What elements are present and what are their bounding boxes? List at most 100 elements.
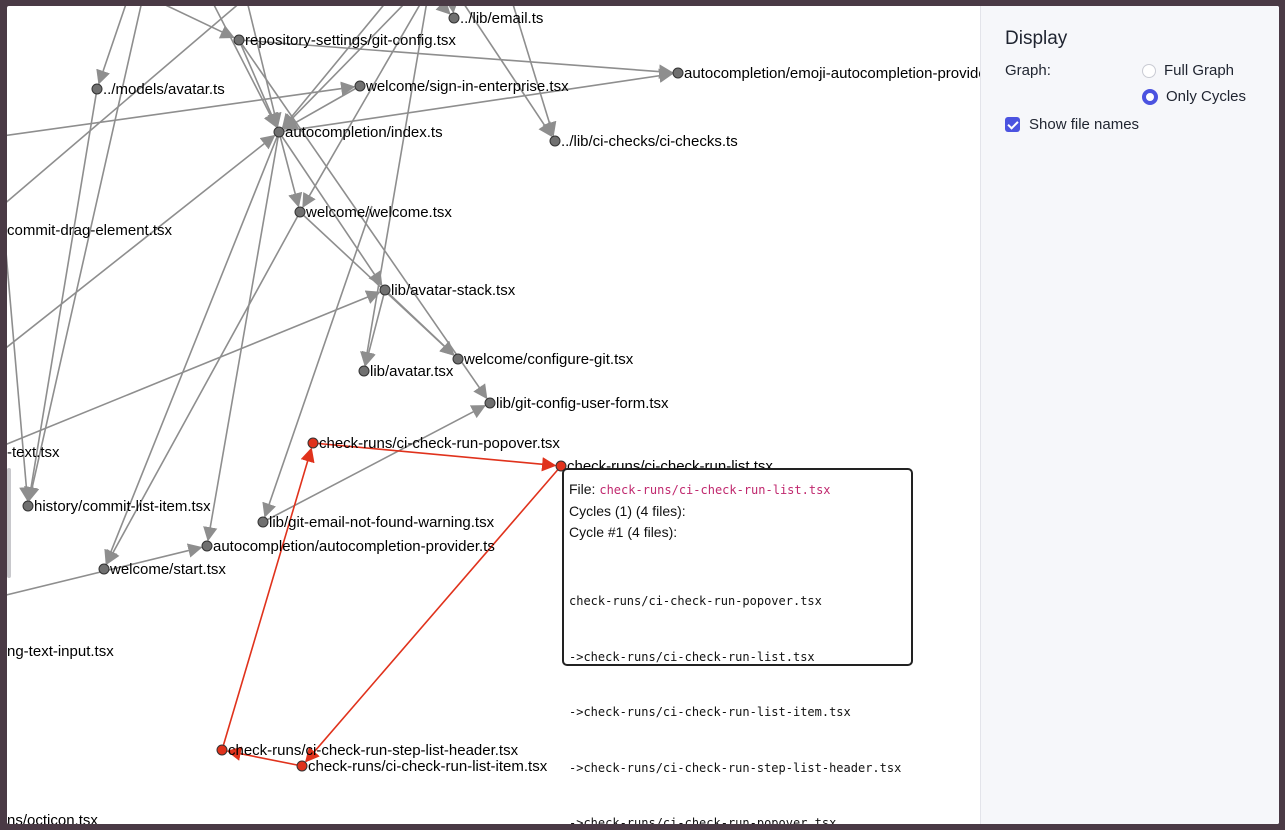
graph-node-start[interactable]: welcome/start.tsx (98, 561, 226, 578)
graph-node-gitconfig[interactable]: repository-settings/git-config.tsx (233, 32, 456, 49)
graph-node-emailwarn[interactable]: lib/git-email-not-found-warning.tsx (257, 514, 495, 531)
radio-only-cycles[interactable]: Only Cycles (1142, 88, 1246, 105)
tooltip-file-prefix: File: (569, 481, 600, 497)
graph-node-signin[interactable]: welcome/sign-in-enterprise.tsx (354, 78, 569, 95)
node-dot[interactable] (672, 67, 684, 79)
node-dot[interactable] (233, 34, 245, 46)
node-label: welcome/start.tsx (109, 561, 226, 578)
graph-edge (106, 211, 301, 566)
node-label: welcome/configure-git.tsx (463, 351, 634, 368)
cycle-edge (226, 746, 303, 767)
graph-node-commitdrag[interactable]: commit-drag-element.tsx (7, 222, 173, 239)
display-panel: Display Graph: Full Graph Only Cycles Sh… (980, 6, 1279, 824)
graph-node-octicon[interactable]: ns/octicon.tsx (7, 812, 98, 824)
graph-edge (512, 6, 557, 137)
tooltip-file-line: File: check-runs/ci-check-run-list.tsx (569, 479, 906, 501)
node-dot[interactable] (273, 126, 285, 138)
show-file-names-checkbox[interactable] (1005, 117, 1020, 132)
graph-edge (278, 131, 383, 287)
graph-node-acindex[interactable]: autocompletion/index.ts (273, 124, 443, 141)
node-dot[interactable] (484, 397, 496, 409)
graph-node-welcome[interactable]: welcome/welcome.tsx (294, 204, 452, 221)
graph-node-acprovider[interactable]: autocompletion/autocompletion-provider.t… (201, 538, 495, 555)
graph-edge (299, 211, 455, 356)
graph-edge (104, 131, 280, 565)
graph-edge (282, 6, 404, 129)
cycle-edge (312, 442, 557, 472)
tooltip-cycle-list: check-runs/ci-check-run-popover.tsx ->ch… (569, 555, 906, 824)
cycle-edge (304, 465, 562, 763)
graph-edge (262, 205, 373, 518)
node-dot[interactable] (307, 437, 319, 449)
graph-mode-row-2: Only Cycles (1005, 88, 1255, 114)
graph-edge (238, 39, 279, 128)
graph-edge (238, 39, 488, 400)
node-dot[interactable] (452, 353, 464, 365)
node-dot[interactable] (201, 540, 213, 552)
cycle-line: ->check-runs/ci-check-run-list.tsx (569, 649, 815, 664)
graph-node-cichecks[interactable]: ../lib/ci-checks/ci-checks.ts (549, 133, 738, 150)
graph-node-text[interactable]: -text.tsx (7, 444, 60, 461)
graph-svg[interactable]: ../lib/email.tsrepository-settings/git-c… (7, 6, 987, 824)
radio-only-cycles-label: Only Cycles (1166, 88, 1247, 105)
node-label: ../lib/ci-checks/ci-checks.ts (561, 133, 738, 150)
show-file-names-toggle[interactable]: Show file names (1005, 116, 1255, 133)
node-label: welcome/sign-in-enterprise.tsx (365, 78, 569, 95)
graph-node-listitem[interactable]: check-runs/ci-check-run-list-item.tsx (296, 758, 548, 775)
graph-node-popover[interactable]: check-runs/ci-check-run-popover.tsx (307, 435, 560, 452)
node-label: commit-drag-element.tsx (7, 222, 173, 239)
node-dot[interactable] (354, 80, 366, 92)
node-label: check-runs/ci-check-run-list-item.tsx (308, 758, 548, 775)
node-tooltip: File: check-runs/ci-check-run-list.tsx C… (562, 468, 913, 824)
graph-edge (7, 6, 238, 203)
radio-only-cycles-circle[interactable] (1142, 88, 1158, 105)
graph-edge (23, 88, 98, 502)
graph-node-configuregit[interactable]: welcome/configure-git.tsx (452, 351, 634, 368)
node-dot[interactable] (549, 135, 561, 147)
graph-node-avatar[interactable]: lib/avatar.tsx (358, 363, 454, 380)
graph-edge (464, 6, 553, 138)
node-dot[interactable] (91, 83, 103, 95)
edges-layer (7, 6, 674, 767)
graph-edge (7, 254, 34, 502)
show-file-names-label: Show file names (1029, 116, 1140, 133)
graph-edge (213, 6, 277, 128)
scrollbar-thumb[interactable] (7, 468, 11, 578)
node-dot[interactable] (98, 563, 110, 575)
radio-full-graph-circle[interactable] (1142, 63, 1156, 78)
graph-edge (7, 81, 356, 137)
graph-edge (262, 405, 486, 523)
graph-node-textinput[interactable]: ng-text-input.tsx (7, 643, 114, 660)
node-dot[interactable] (448, 12, 460, 24)
cycle-line: ->check-runs/ci-check-run-popover.tsx (569, 816, 837, 824)
node-label: welcome/welcome.tsx (305, 204, 452, 221)
graph-mode-group: Graph: Full Graph (1005, 62, 1255, 88)
radio-full-graph[interactable]: Full Graph (1142, 62, 1234, 79)
graph-node-avatarstack[interactable]: lib/avatar-stack.tsx (379, 282, 516, 299)
node-dot[interactable] (358, 365, 370, 377)
graph-edge (247, 6, 282, 128)
graph-edge (7, 290, 381, 445)
node-label: ../models/avatar.ts (103, 81, 225, 98)
panel-title: Display (1005, 28, 1068, 49)
node-label: lib/git-email-not-found-warning.tsx (269, 514, 495, 531)
node-dot[interactable] (296, 760, 308, 772)
node-label: ../lib/email.ts (460, 10, 543, 27)
node-dot[interactable] (216, 744, 228, 756)
node-dot[interactable] (379, 284, 391, 296)
node-label: ns/octicon.tsx (7, 812, 98, 824)
graph-edge (444, 6, 459, 14)
graph-edge (165, 6, 235, 39)
graph-node-gitform[interactable]: lib/git-config-user-form.tsx (484, 395, 669, 412)
node-dot[interactable] (294, 206, 306, 218)
node-dot[interactable] (257, 516, 269, 528)
node-dot[interactable] (22, 500, 34, 512)
graph-node-stepheader[interactable]: check-runs/ci-check-run-step-list-header… (216, 742, 519, 759)
node-label: -text.tsx (7, 444, 60, 461)
graph-node-commitlistitem[interactable]: history/commit-list-item.tsx (22, 498, 211, 515)
graph-node-email[interactable]: ../lib/email.ts (448, 10, 543, 27)
graph-node-emoji[interactable]: autocompletion/emoji-autocompletion-prov… (672, 65, 987, 82)
graph-node-avatarmodel[interactable]: ../models/avatar.ts (91, 81, 225, 98)
